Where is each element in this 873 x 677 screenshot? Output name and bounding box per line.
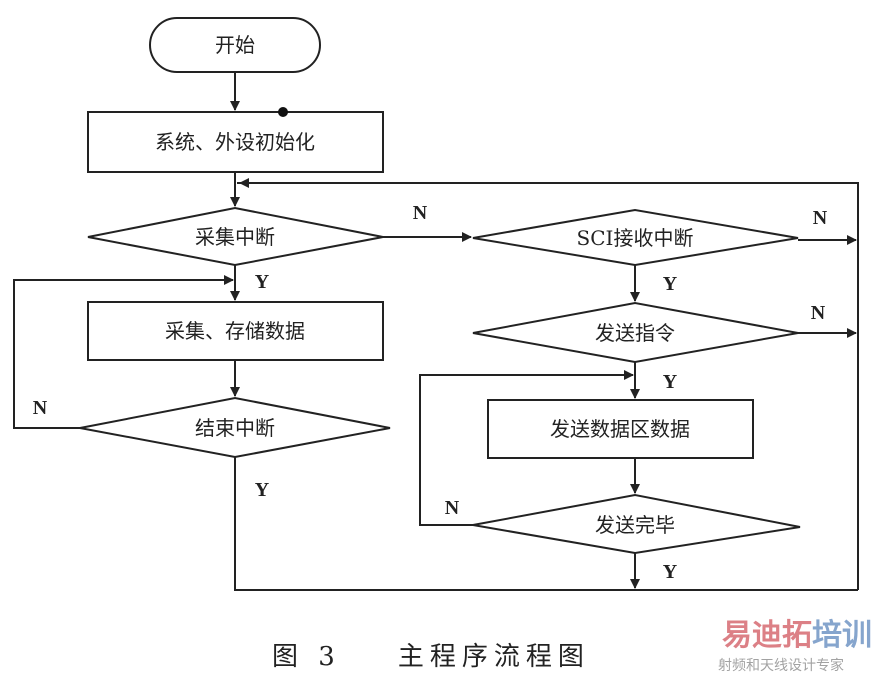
send-command-decision	[472, 301, 799, 364]
label-collect-no: N	[413, 202, 428, 224]
collect-interrupt-decision	[87, 206, 384, 267]
send-done-no-loop	[419, 370, 634, 526]
end-interrupt-no-loop	[13, 275, 234, 429]
send-command-label: 发送指令	[595, 321, 675, 345]
collect-store-process	[87, 301, 384, 361]
figure-caption: 图 3 主程序流程图	[272, 642, 590, 672]
send-done-label: 发送完毕	[595, 513, 675, 537]
end-interrupt-yes-line	[234, 457, 858, 591]
main-loop-line	[237, 182, 859, 590]
label-end-yes: Y	[255, 479, 270, 501]
ink-dot	[278, 107, 288, 117]
end-interrupt-label: 结束中断	[195, 416, 275, 440]
watermark-tagline: 射频和天线设计专家	[718, 657, 844, 674]
send-buffer-process	[487, 399, 754, 459]
label-sci-no: N	[813, 207, 828, 229]
watermark-brand-blue: 培训	[812, 618, 872, 653]
sci-interrupt-decision	[472, 208, 799, 267]
end-interrupt-decision	[79, 396, 391, 459]
start-terminal	[149, 17, 321, 73]
send-buffer-label: 发送数据区数据	[550, 417, 690, 441]
label-end-no: N	[33, 397, 48, 419]
connectors	[13, 72, 859, 591]
label-done-yes: Y	[663, 561, 678, 583]
label-collect-yes: Y	[255, 271, 270, 293]
watermark-brand-red: 易迪拓	[722, 618, 812, 653]
send-done-decision	[472, 493, 801, 555]
sci-interrupt-label: SCI接收中断	[577, 226, 694, 250]
label-command-yes: Y	[663, 371, 678, 393]
label-done-no: N	[445, 497, 460, 519]
label-command-no: N	[811, 302, 826, 324]
init-process	[87, 111, 384, 173]
collect-interrupt-label: 采集中断	[195, 225, 275, 249]
watermark-logo: 易迪拓 培训 射频和天线设计专家	[718, 618, 872, 674]
collect-store-label: 采集、存储数据	[165, 319, 305, 343]
label-sci-yes: Y	[663, 273, 678, 295]
start-label: 开始	[215, 33, 255, 57]
init-label: 系统、外设初始化	[155, 130, 315, 154]
